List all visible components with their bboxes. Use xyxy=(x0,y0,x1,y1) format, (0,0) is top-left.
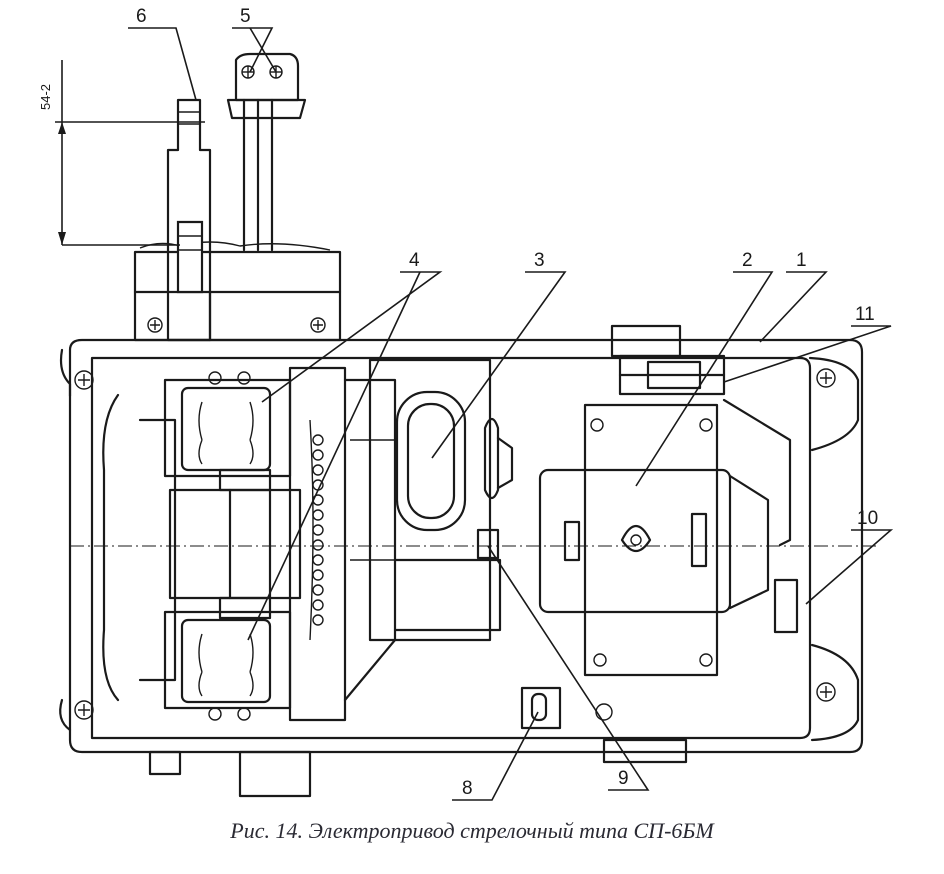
bolt-icon xyxy=(74,370,94,390)
bolt-icon xyxy=(310,317,326,333)
contact-block-4-top xyxy=(163,371,292,478)
callout-3: 3 xyxy=(534,250,545,271)
callout-4: 4 xyxy=(409,250,420,271)
motor-2 xyxy=(538,403,770,677)
bolt-icon xyxy=(147,317,163,333)
dimension-label: 54-2 xyxy=(38,84,53,110)
leaders xyxy=(128,27,894,801)
callout-8: 8 xyxy=(462,778,473,799)
figure-caption: Рис. 14. Электропривод стрелочный типа С… xyxy=(230,818,714,843)
friction-coupling xyxy=(476,417,514,560)
callout-2: 2 xyxy=(742,250,753,271)
callout-9: 9 xyxy=(618,768,629,789)
central-plate xyxy=(288,366,397,722)
reducer-3 xyxy=(350,358,502,642)
callout-labels: 6 5 4 3 2 1 11 10 8 9 xyxy=(136,6,878,799)
callout-10: 10 xyxy=(857,508,878,529)
terminal-strip-11 xyxy=(610,324,792,547)
contact-block-4-bottom xyxy=(163,610,292,721)
upper-housing xyxy=(133,241,342,342)
bolt-icon xyxy=(816,368,836,388)
bolts xyxy=(74,317,836,720)
rod-5 xyxy=(226,52,307,252)
lower-brackets xyxy=(148,578,799,798)
bolt-icon xyxy=(816,682,836,702)
callout-5: 5 xyxy=(240,6,251,27)
casing-1 xyxy=(59,338,864,754)
dimension: 54-2 xyxy=(38,60,205,246)
callout-6: 6 xyxy=(136,6,147,27)
bolt-icon xyxy=(74,700,94,720)
callout-11: 11 xyxy=(855,304,875,325)
chain xyxy=(312,434,324,626)
callout-1: 1 xyxy=(796,250,807,271)
rod-6 xyxy=(166,98,212,342)
